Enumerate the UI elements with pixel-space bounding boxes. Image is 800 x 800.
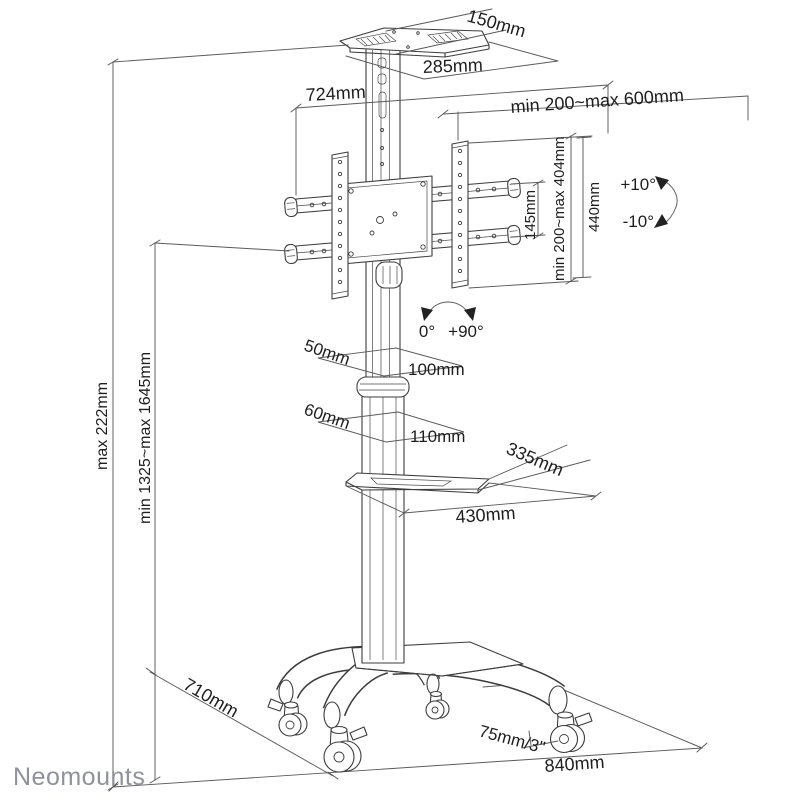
shelf-depth-label: 335mm <box>503 438 566 480</box>
caster-rear-left <box>267 698 308 737</box>
rail-cap <box>284 196 298 218</box>
av-shelf <box>345 472 490 494</box>
vesa-strap-right <box>451 140 469 289</box>
mount-width-label: 724mm <box>305 82 366 105</box>
caster-size-label: 75mm/3" <box>477 722 547 758</box>
vesa-plate <box>341 175 433 265</box>
vesa-width-range-label: min 200~max 600mm <box>510 85 685 117</box>
swivel-min-label: 0° <box>419 322 435 341</box>
swivel-max-label: +90° <box>448 322 484 341</box>
caster-right <box>549 711 593 754</box>
shelf-width-label: 430mm <box>455 503 516 527</box>
column-upper-width-label: 100mm <box>408 360 465 379</box>
caster-front <box>323 725 368 773</box>
top-camera-shelf <box>339 27 490 58</box>
column-lower-depth-label: 60mm <box>302 400 353 433</box>
neomounts-logo: Neomounts <box>13 763 145 791</box>
base-depth-label: 710mm <box>180 674 242 721</box>
base-width-label: 840mm <box>544 752 605 776</box>
top-clearance-label: max 222mm <box>94 382 111 470</box>
tilt-down-label: -10° <box>623 212 654 231</box>
rail-spacing-label: 145mm <box>522 190 539 240</box>
tv-bracket <box>284 140 521 300</box>
tilt-arrow <box>654 176 678 228</box>
dimension-lines <box>107 8 749 791</box>
height-range-label: min 1325~max 1645mm <box>137 352 154 524</box>
vent-left <box>355 32 397 47</box>
cable-grip <box>375 261 403 289</box>
leg-end-front <box>323 701 341 729</box>
column-upper-depth-label: 50mm <box>302 336 353 369</box>
swivel-arrow <box>421 301 476 321</box>
leg-end-rear-left <box>278 679 294 705</box>
section-plane-lower <box>317 411 465 443</box>
rail-cap <box>507 224 521 246</box>
top-shelf-width-label: 285mm <box>422 55 483 77</box>
rail-cap <box>507 177 521 199</box>
rail-cap <box>284 243 298 265</box>
caster-rear-right <box>425 690 450 720</box>
rail-screws <box>309 186 497 255</box>
bracket-height-label: 440mm <box>586 182 603 232</box>
vesa-height-range-label: min 200~max 404mm <box>551 136 568 281</box>
section-plane-upper <box>317 347 463 377</box>
floor-plane <box>108 667 708 792</box>
column-lower-width-label: 110mm <box>410 427 465 446</box>
tilt-up-label: +10° <box>620 175 656 194</box>
vesa-strap-left <box>331 151 349 300</box>
leg-end-right <box>548 685 568 715</box>
vent-right <box>427 30 469 44</box>
height-clamp-collar <box>356 376 410 398</box>
